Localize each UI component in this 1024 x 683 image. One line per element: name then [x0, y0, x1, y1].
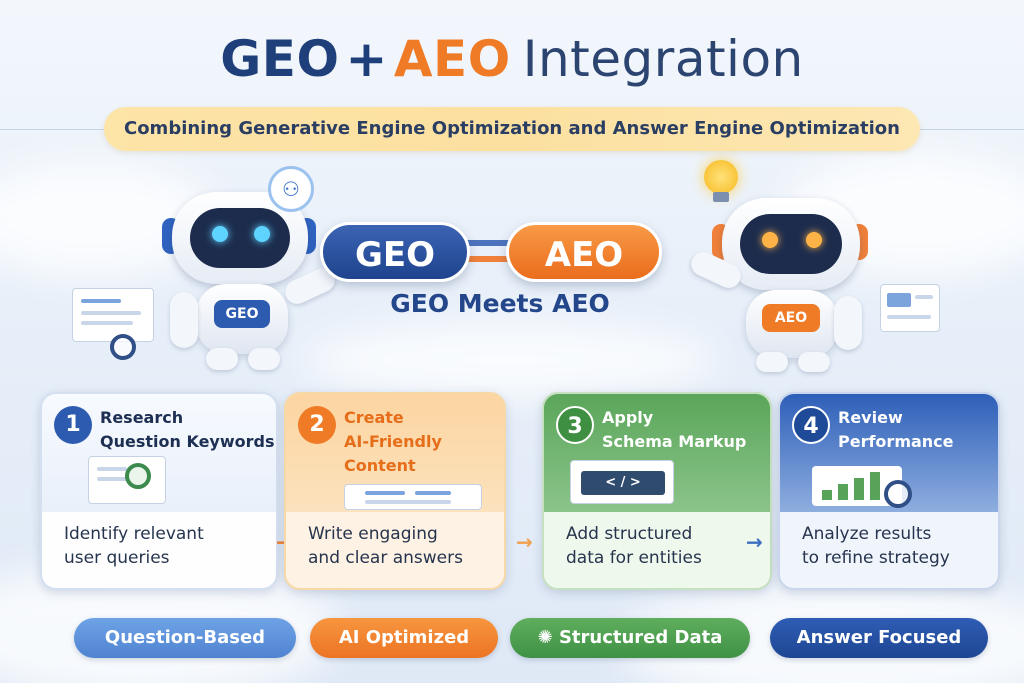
bar-chart-icon: [812, 466, 902, 506]
step-number-1: 1: [54, 406, 92, 444]
geo-pill: GEO: [320, 222, 470, 282]
step-number-4: 4: [792, 406, 830, 444]
subtitle-divider-right: [920, 129, 1024, 130]
robot-geo-leg-left: [206, 348, 238, 370]
robot-geo-badge: GEO: [214, 300, 270, 328]
tag-answer-focused: Answer Focused: [770, 618, 988, 658]
step-desc-4: Analyze results to refine strategy: [802, 524, 950, 568]
step-number-2: 2: [298, 406, 336, 444]
title-plus: +: [345, 30, 388, 88]
geo-meets-aeo-label: GEO Meets AEO: [390, 289, 610, 318]
step-title-2: Create AI-Friendly Content: [344, 408, 442, 475]
step-title-4: Review Performance: [838, 408, 954, 451]
step-desc-2: Write engaging and clear answers: [308, 524, 463, 568]
step-arrow-2: →: [516, 530, 533, 554]
step-arrow-3: →: [746, 530, 763, 554]
lightbulb-icon: [704, 160, 738, 194]
robot-geo-hint-icon: ⚇: [268, 166, 314, 212]
step-card-3: 3 Apply Schema Markup < / > Add structur…: [542, 392, 772, 590]
code-window-icon: < / >: [570, 460, 674, 504]
robot-aeo-badge: AEO: [762, 304, 820, 332]
tag-question-based: Question-Based: [74, 618, 296, 658]
subtitle-banner: Combining Generative Engine Optimization…: [104, 107, 920, 151]
title-aeo: AEO: [393, 30, 511, 88]
tag-ai-optimized: AI Optimized: [310, 618, 498, 658]
robot-aeo-eye-left: [762, 232, 778, 248]
robot-geo-leg-right: [248, 348, 280, 370]
robot-aeo-arm-right: [834, 296, 862, 350]
review-magnifier-icon: [884, 480, 912, 508]
robot-geo-eye-left: [212, 226, 228, 242]
robot-aeo-face: [740, 214, 842, 274]
search-document-icon: [88, 456, 166, 504]
robot-aeo-leg-left: [756, 352, 788, 372]
robot-aeo-eye-right: [806, 232, 822, 248]
magnifier-icon: [110, 334, 136, 360]
step-title-3: Apply Schema Markup: [602, 408, 747, 451]
robot-aeo-leg-right: [798, 352, 830, 372]
step-desc-3: Add structured data for entities: [566, 524, 702, 568]
step-card-4: 4 Review Performance Analyze results to …: [778, 392, 1000, 590]
title-integration: Integration: [522, 30, 804, 88]
title-geo: GEO: [220, 30, 340, 88]
tag-structured-data: ✺ Structured Data: [510, 618, 750, 658]
step-number-3: 3: [556, 406, 594, 444]
step-title-1: Research Question Keywords: [100, 408, 275, 451]
robot-geo-arm-left: [170, 292, 198, 348]
subtitle-divider-left: [0, 129, 104, 130]
robot-geo-face: [190, 208, 290, 268]
content-layout-icon: [344, 484, 482, 510]
robot-geo-eye-right: [254, 226, 270, 242]
lightbulb-base-icon: [713, 192, 729, 202]
aeo-pill: AEO: [506, 222, 662, 282]
document-window-icon: [72, 288, 154, 342]
structured-data-icon: ✺: [537, 627, 559, 648]
step-card-2: 2 Create AI-Friendly Content Write engag…: [284, 392, 506, 590]
step-desc-1: Identify relevant user queries: [64, 524, 204, 568]
dashboard-window-icon: [880, 284, 940, 332]
step-card-1: 1 Research Question Keywords Identify re…: [40, 392, 278, 590]
